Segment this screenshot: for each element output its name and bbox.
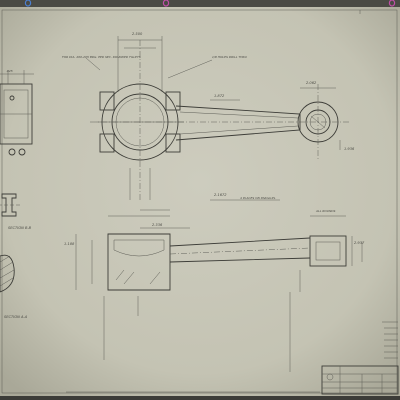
pin-right-icon: [388, 0, 396, 7]
dim-label-2: 1.872: [214, 94, 225, 98]
dim-label-8: 2.937: [354, 241, 365, 245]
svg-text:.625: .625: [6, 69, 13, 73]
dim-label-1: 2.500: [132, 32, 143, 36]
end-view-detail: .625: [0, 69, 34, 156]
section-bb-label: SECTION B-B: [8, 226, 32, 230]
dim-label-4: 1.936: [344, 147, 355, 151]
note-top-left: FOR DIA. 200-205 BRG. PER SEC. ROUNDED F…: [62, 55, 141, 59]
section-aa-view: [0, 254, 15, 293]
pin-left-icon: [24, 0, 32, 7]
dim-label-5: 2.336: [152, 223, 163, 227]
title-block: [321, 365, 399, 395]
drawing-border: [1, 9, 398, 394]
note-top-mid: 1/8 HOLES DRILL THRU: [212, 55, 248, 59]
dim-label-7: 2.1672: [214, 193, 227, 197]
section-aa-label: SECTION A-A: [4, 315, 28, 319]
top-dark-strip: [0, 0, 400, 7]
rod-top-view: [85, 36, 350, 200]
bottom-dark-strip: [0, 396, 400, 400]
dim-label-6: 1.188: [64, 242, 75, 246]
note-right: ALL ROUNDS: [315, 209, 336, 213]
note-mid: 4 PLACES ON PARALLEL: [240, 196, 276, 200]
paper-sheet: [0, 6, 400, 397]
rod-side-view: [75, 199, 363, 372]
dim-label-3: 2.062: [306, 81, 317, 85]
pin-middle-icon: [162, 0, 170, 7]
general-notes-block: [382, 321, 398, 359]
section-bb-view: [0, 193, 22, 217]
